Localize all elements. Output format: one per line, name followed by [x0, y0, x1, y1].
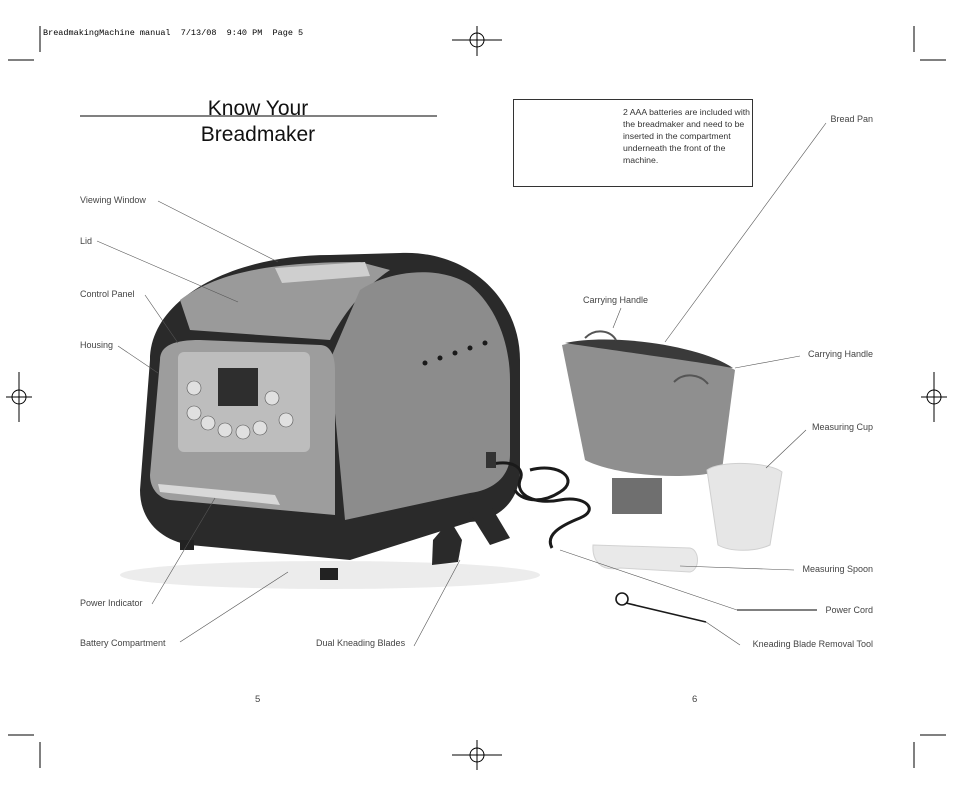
print-header-slug: BreadmakingMachine manual 7/13/08 9:40 P…	[43, 28, 304, 38]
page-title: Know Your Breadmaker	[150, 96, 366, 148]
page-title-line-2: Breadmaker	[200, 123, 316, 146]
label-power-cord: Power Cord	[825, 605, 873, 615]
label-dual-kneading-blades: Dual Kneading Blades	[316, 638, 406, 648]
measuring-cup-illustration	[706, 463, 783, 551]
kneading-blades-illustration	[432, 508, 510, 565]
lcd-shape	[218, 368, 258, 406]
battery-note-box	[513, 99, 753, 187]
label-carrying-handle-right: Carrying Handle	[807, 349, 873, 359]
label-housing: Housing	[80, 340, 114, 350]
breadmaker-illustration	[120, 252, 540, 589]
label-power-indicator: Power Indicator	[80, 598, 143, 608]
label-battery-compartment: Battery Compartment	[80, 638, 166, 648]
page-number-right: 6	[692, 694, 698, 705]
label-viewing-window: Viewing Window	[80, 195, 146, 205]
label-carrying-handle-top: Carrying Handle	[583, 295, 649, 305]
label-bread-pan: Bread Pan	[830, 114, 873, 124]
crop-marks	[8, 26, 946, 768]
battery-note-text: 2 AAA batteries are included with the br…	[623, 107, 751, 165]
label-measuring-spoon: Measuring Spoon	[802, 564, 873, 574]
registration-marks	[6, 26, 947, 770]
measuring-spoon-illustration	[592, 544, 698, 573]
page-title-line-1: Know Your	[207, 97, 309, 120]
bread-pan-illustration	[562, 330, 735, 514]
leader-lines	[96, 122, 827, 647]
removal-tool-illustration	[615, 592, 707, 623]
viewing-window-shape	[275, 262, 370, 283]
page-number-left: 5	[255, 694, 261, 705]
label-kneading-blade-removal-tool: Kneading Blade Removal Tool	[752, 639, 873, 649]
label-lid: Lid	[80, 236, 93, 246]
power-indicator-shape	[158, 484, 280, 505]
power-cord-illustration	[487, 461, 591, 549]
label-control-panel: Control Panel	[80, 289, 135, 299]
label-measuring-cup: Measuring Cup	[811, 422, 873, 432]
